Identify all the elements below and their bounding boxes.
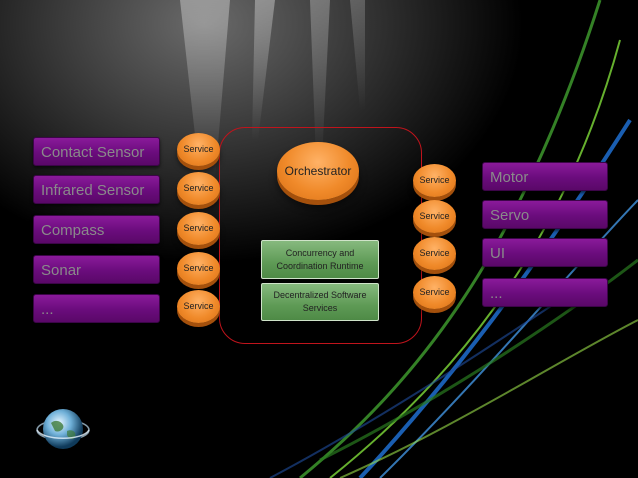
output-box-more: ...: [482, 278, 608, 307]
left-service-5: Service: [177, 290, 220, 323]
left-service-1: Service: [177, 133, 220, 166]
right-service-1: Service: [413, 164, 456, 197]
left-service-3: Service: [177, 212, 220, 245]
globe-icon: [36, 409, 90, 449]
input-box-compass: Compass: [33, 215, 160, 244]
input-box-more: ...: [33, 294, 160, 323]
input-box-sonar: Sonar: [33, 255, 160, 284]
output-box-motor: Motor: [482, 162, 608, 191]
dss-services-box: Decentralized Software Services: [261, 283, 379, 321]
right-service-4: Service: [413, 276, 456, 309]
input-box-contact-sensor: Contact Sensor: [33, 137, 160, 166]
orchestrator-node: Orchestrator: [277, 142, 359, 200]
left-service-2: Service: [177, 172, 220, 205]
left-service-4: Service: [177, 252, 220, 285]
output-box-ui: UI: [482, 238, 608, 267]
right-service-2: Service: [413, 200, 456, 233]
input-box-infrared-sensor: Infrared Sensor: [33, 175, 160, 204]
concurrency-runtime-box: Concurrency and Coordination Runtime: [261, 240, 379, 279]
orchestrator-frame: [219, 127, 422, 344]
right-service-3: Service: [413, 237, 456, 270]
output-box-servo: Servo: [482, 200, 608, 229]
